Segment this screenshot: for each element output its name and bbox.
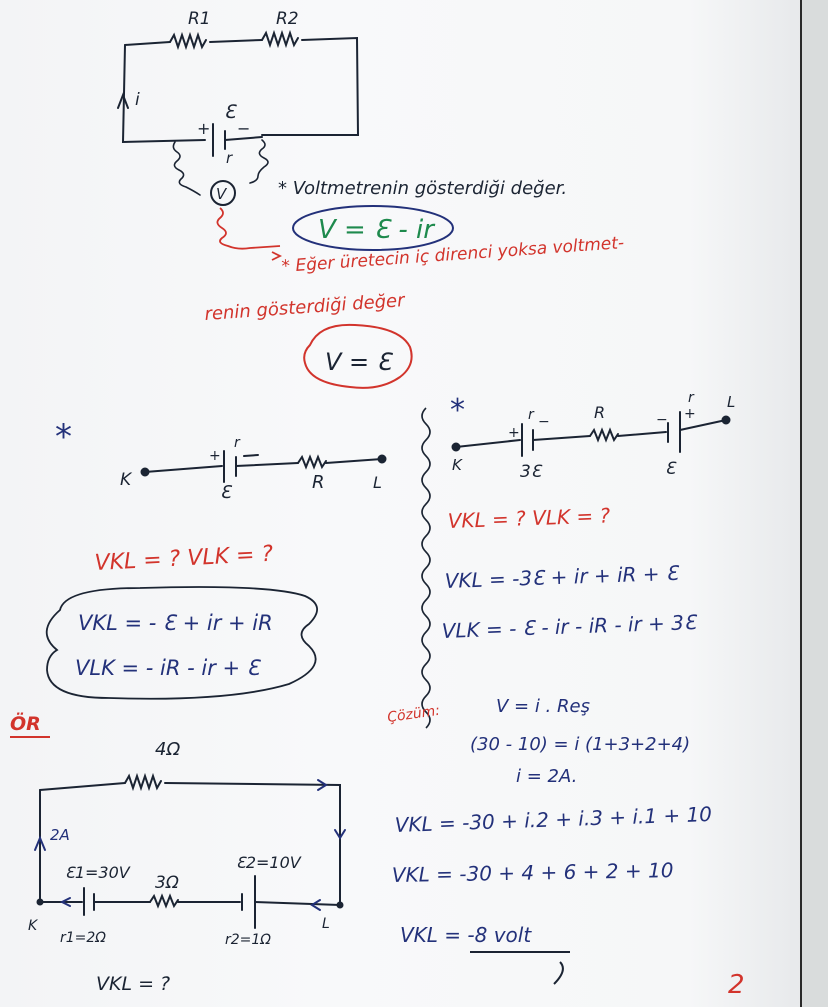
notebook-page (0, 0, 810, 1007)
label-voltmeter: V (216, 185, 228, 203)
red-wavy-arrow (216, 207, 281, 250)
star-left: * (55, 417, 72, 457)
circuit-example (34, 772, 346, 929)
right-minus-left: − (538, 414, 550, 430)
right-plus-left: + (508, 425, 520, 441)
solution-line5: VKL = -30 + 4 + 6 + 2 + 10 (392, 858, 674, 887)
page-number: 2 (728, 970, 745, 1000)
star-right: * (450, 393, 465, 428)
left-resistor: R (312, 472, 325, 493)
voltmeter-circle (210, 180, 236, 206)
current-arrow-up (117, 92, 129, 109)
right-eq-vkl: VKL = -3Ɛ + ir + iR + Ɛ (444, 561, 680, 593)
voltmeter-lead-right (249, 139, 269, 184)
example-r2: r2=1Ω (225, 932, 271, 948)
label-r1: R1 (188, 9, 211, 29)
label-minus: − (237, 119, 250, 138)
label-internal-r: r (226, 149, 233, 167)
solution-line6: VKL = -8 volt (400, 923, 532, 947)
resistor-r1 (169, 31, 207, 51)
label-current-i: i (135, 90, 140, 110)
example-current: 2A (50, 826, 70, 844)
divider-wavy-line (421, 407, 431, 729)
resistor-r2 (261, 29, 299, 49)
example-label: ÖR (10, 711, 41, 735)
left-l: L (373, 473, 382, 492)
right-minus-right: − (656, 412, 668, 428)
left-eq-vkl: VKL = - Ɛ + ir + iR (78, 611, 273, 635)
left-bubble (45, 586, 318, 700)
left-question: VKL = ? VLK = ? (94, 542, 274, 576)
example-question: VKL = ? (96, 973, 170, 995)
label-plus: + (197, 119, 210, 138)
left-plus: + (209, 448, 221, 464)
right-emf-right: Ɛ (665, 459, 677, 479)
formula-v-e: V = Ɛ (325, 348, 394, 376)
formula-bubble-2 (303, 323, 413, 389)
example-middle-resistor: 3Ω (155, 873, 179, 893)
solution-line4: VKL = -30 + i.2 + i.3 + i.1 + 10 (394, 802, 712, 837)
right-resistor: R (594, 403, 605, 422)
answer-underline (470, 951, 570, 985)
note-no-internal-2: renin gösterdiği değer (204, 290, 407, 325)
circuit-left (140, 450, 387, 483)
solution-line3: i = 2A. (516, 766, 577, 787)
left-emf: Ɛ (220, 482, 233, 503)
right-question: VKL = ? VLK = ? (447, 503, 611, 533)
circuit-top (117, 29, 360, 206)
example-k: K (28, 918, 39, 934)
example-top-resistor: 4Ω (155, 739, 180, 760)
label-emf: Ɛ (224, 101, 237, 123)
right-l: L (727, 393, 735, 411)
right-emf-left: 3Ɛ (520, 462, 543, 482)
formula-bubble-1 (292, 205, 454, 251)
example-l: L (322, 916, 330, 932)
example-e1: Ɛ1=30V (65, 863, 131, 882)
example-r1: r1=2Ω (60, 930, 106, 946)
left-k: K (120, 470, 133, 490)
right-plus-right: + (684, 406, 696, 422)
right-r-right: r (688, 390, 695, 406)
node-l (336, 901, 344, 909)
binder-edge (800, 0, 828, 1007)
right-k: K (452, 456, 463, 474)
formula-v-e-ir: V = Ɛ - ir (318, 215, 436, 245)
solution-line1: V = i . Reş (496, 696, 590, 717)
label-r2: R2 (276, 9, 299, 29)
right-r-left: r (528, 407, 535, 423)
solution-label: Çözüm: (386, 703, 441, 726)
circuit-right (451, 411, 731, 457)
example-e2: Ɛ2=10V (236, 853, 302, 872)
note-voltmeter-reading: * Voltmetrenin gösterdiği değer. (278, 178, 567, 199)
left-eq-vlk: VLK = - iR - ir + Ɛ (75, 656, 262, 680)
voltmeter-lead-left (172, 141, 201, 196)
left-r: r (234, 435, 241, 451)
node-k (36, 898, 44, 906)
right-eq-vlk: VLK = - Ɛ - ir - iR - ir + 3Ɛ (441, 610, 698, 643)
solution-line2: (30 - 10) = i (1+3+2+4) (470, 734, 690, 755)
